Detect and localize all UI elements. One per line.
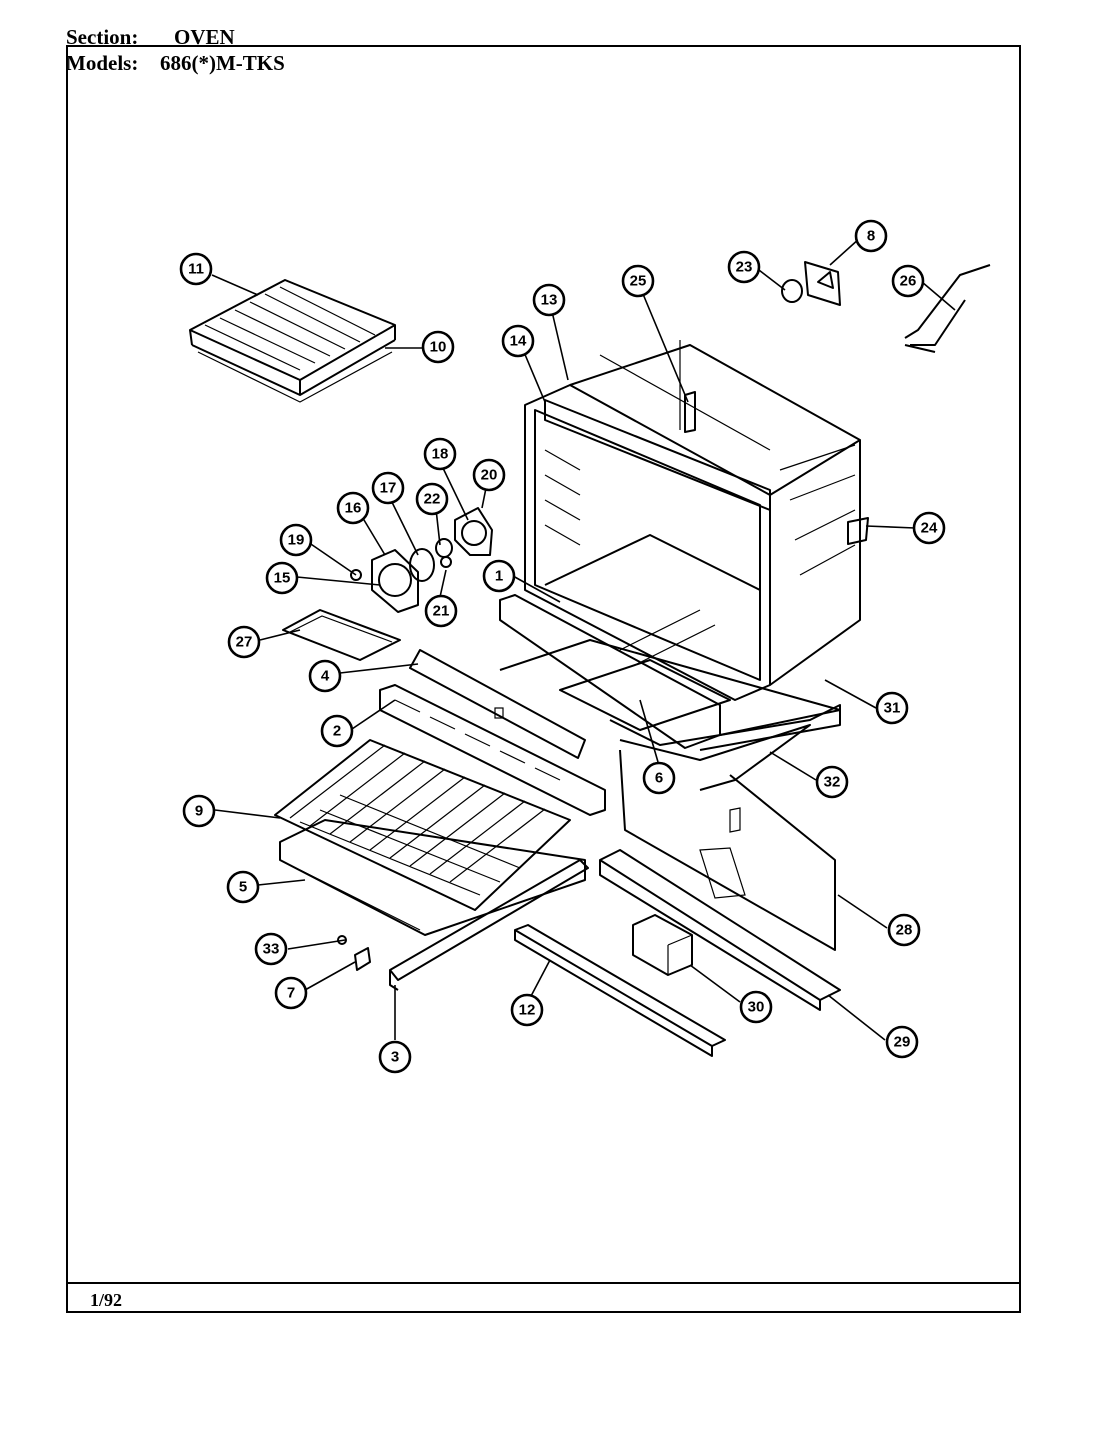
svg-text:9: 9 bbox=[195, 803, 203, 820]
oven-rack-part bbox=[274, 739, 571, 911]
svg-text:15: 15 bbox=[274, 570, 291, 587]
callout-29: 29 bbox=[885, 1025, 919, 1059]
callout-1: 1 bbox=[482, 559, 516, 593]
svg-text:19: 19 bbox=[288, 532, 305, 549]
broil-drawer-frame-part bbox=[279, 819, 586, 936]
callout-18: 18 bbox=[423, 437, 457, 471]
page-frame bbox=[66, 45, 1021, 1313]
leader-lines bbox=[211, 237, 956, 1041]
models-label: Models: bbox=[66, 51, 139, 75]
callout-19: 19 bbox=[279, 523, 313, 557]
callout-2: 2 bbox=[320, 714, 354, 748]
callout-6: 6 bbox=[642, 761, 676, 795]
footer-divider bbox=[66, 1282, 1021, 1284]
callout-11: 11 bbox=[179, 252, 213, 286]
callout-21: 21 bbox=[424, 594, 458, 628]
callout-32: 32 bbox=[815, 765, 849, 799]
svg-text:18: 18 bbox=[432, 446, 449, 463]
svg-text:20: 20 bbox=[481, 467, 498, 484]
spacer-block-part bbox=[632, 914, 693, 976]
oven-light-assembly-part bbox=[350, 507, 493, 613]
callout-33: 33 bbox=[254, 932, 288, 966]
svg-text:12: 12 bbox=[519, 1002, 536, 1019]
callout-31: 31 bbox=[875, 691, 909, 725]
callout-24: 24 bbox=[912, 511, 946, 545]
callout-20: 20 bbox=[472, 458, 506, 492]
svg-text:6: 6 bbox=[655, 770, 663, 787]
callout-28: 28 bbox=[887, 913, 921, 947]
section-label: Section: bbox=[66, 25, 139, 49]
svg-text:16: 16 bbox=[345, 500, 362, 517]
callout-22: 22 bbox=[415, 482, 449, 516]
svg-text:31: 31 bbox=[884, 700, 901, 717]
svg-text:24: 24 bbox=[921, 520, 938, 537]
svg-text:3: 3 bbox=[391, 1049, 399, 1066]
callout-17: 17 bbox=[371, 471, 405, 505]
svg-text:17: 17 bbox=[380, 480, 397, 497]
svg-text:29: 29 bbox=[894, 1034, 911, 1051]
callout-9: 9 bbox=[182, 794, 216, 828]
svg-text:5: 5 bbox=[239, 879, 247, 896]
callout-5: 5 bbox=[226, 870, 260, 904]
svg-text:25: 25 bbox=[630, 273, 647, 290]
control-components-part bbox=[781, 261, 991, 545]
svg-text:4: 4 bbox=[321, 668, 330, 685]
svg-text:27: 27 bbox=[236, 634, 253, 651]
svg-text:21: 21 bbox=[433, 603, 450, 620]
callout-16: 16 bbox=[336, 491, 370, 525]
svg-text:14: 14 bbox=[510, 333, 527, 350]
section-header: Section: OVEN bbox=[66, 27, 235, 48]
rail-29-part bbox=[599, 849, 841, 1011]
svg-text:26: 26 bbox=[900, 273, 917, 290]
front-rail-part bbox=[389, 859, 589, 991]
oven-bottom-part bbox=[499, 594, 841, 791]
oven-cavity-part bbox=[524, 340, 861, 701]
svg-text:33: 33 bbox=[263, 941, 280, 958]
callout-8: 8 bbox=[854, 219, 888, 253]
svg-text:32: 32 bbox=[824, 774, 841, 791]
hardware-part bbox=[337, 935, 371, 971]
front-trim-part bbox=[379, 649, 606, 816]
section-value: OVEN bbox=[174, 25, 235, 49]
svg-text:30: 30 bbox=[748, 999, 765, 1016]
svg-text:10: 10 bbox=[430, 339, 447, 356]
callout-26: 26 bbox=[891, 264, 925, 298]
callout-10: 10 bbox=[421, 330, 455, 364]
svg-text:7: 7 bbox=[287, 985, 295, 1002]
broil-pan-part bbox=[189, 279, 396, 403]
callout-3: 3 bbox=[378, 1040, 412, 1074]
models-value: 686(*)M-TKS bbox=[160, 51, 285, 75]
svg-text:11: 11 bbox=[188, 261, 204, 278]
svg-text:23: 23 bbox=[736, 259, 753, 276]
svg-text:22: 22 bbox=[424, 491, 441, 508]
callout-12: 12 bbox=[510, 993, 544, 1027]
callout-4: 4 bbox=[308, 659, 342, 693]
callout-25: 25 bbox=[621, 264, 655, 298]
drawer-slide-part bbox=[514, 924, 726, 1057]
callout-7: 7 bbox=[274, 976, 308, 1010]
callout-15: 15 bbox=[265, 561, 299, 595]
rear-panel-part bbox=[619, 749, 836, 951]
svg-text:1: 1 bbox=[495, 568, 503, 585]
revision-date: 1/92 bbox=[90, 1290, 123, 1310]
callout-23: 23 bbox=[727, 250, 761, 284]
bracket-27-part bbox=[282, 609, 401, 661]
svg-text:8: 8 bbox=[867, 228, 875, 245]
svg-text:2: 2 bbox=[333, 723, 341, 740]
svg-text:13: 13 bbox=[541, 292, 558, 309]
callout-27: 27 bbox=[227, 625, 261, 659]
models-header: Models: 686(*)M-TKS bbox=[66, 53, 285, 74]
callout-13: 13 bbox=[532, 283, 566, 317]
callout-14: 14 bbox=[501, 324, 535, 358]
svg-text:28: 28 bbox=[896, 922, 913, 939]
callout-30: 30 bbox=[739, 990, 773, 1024]
